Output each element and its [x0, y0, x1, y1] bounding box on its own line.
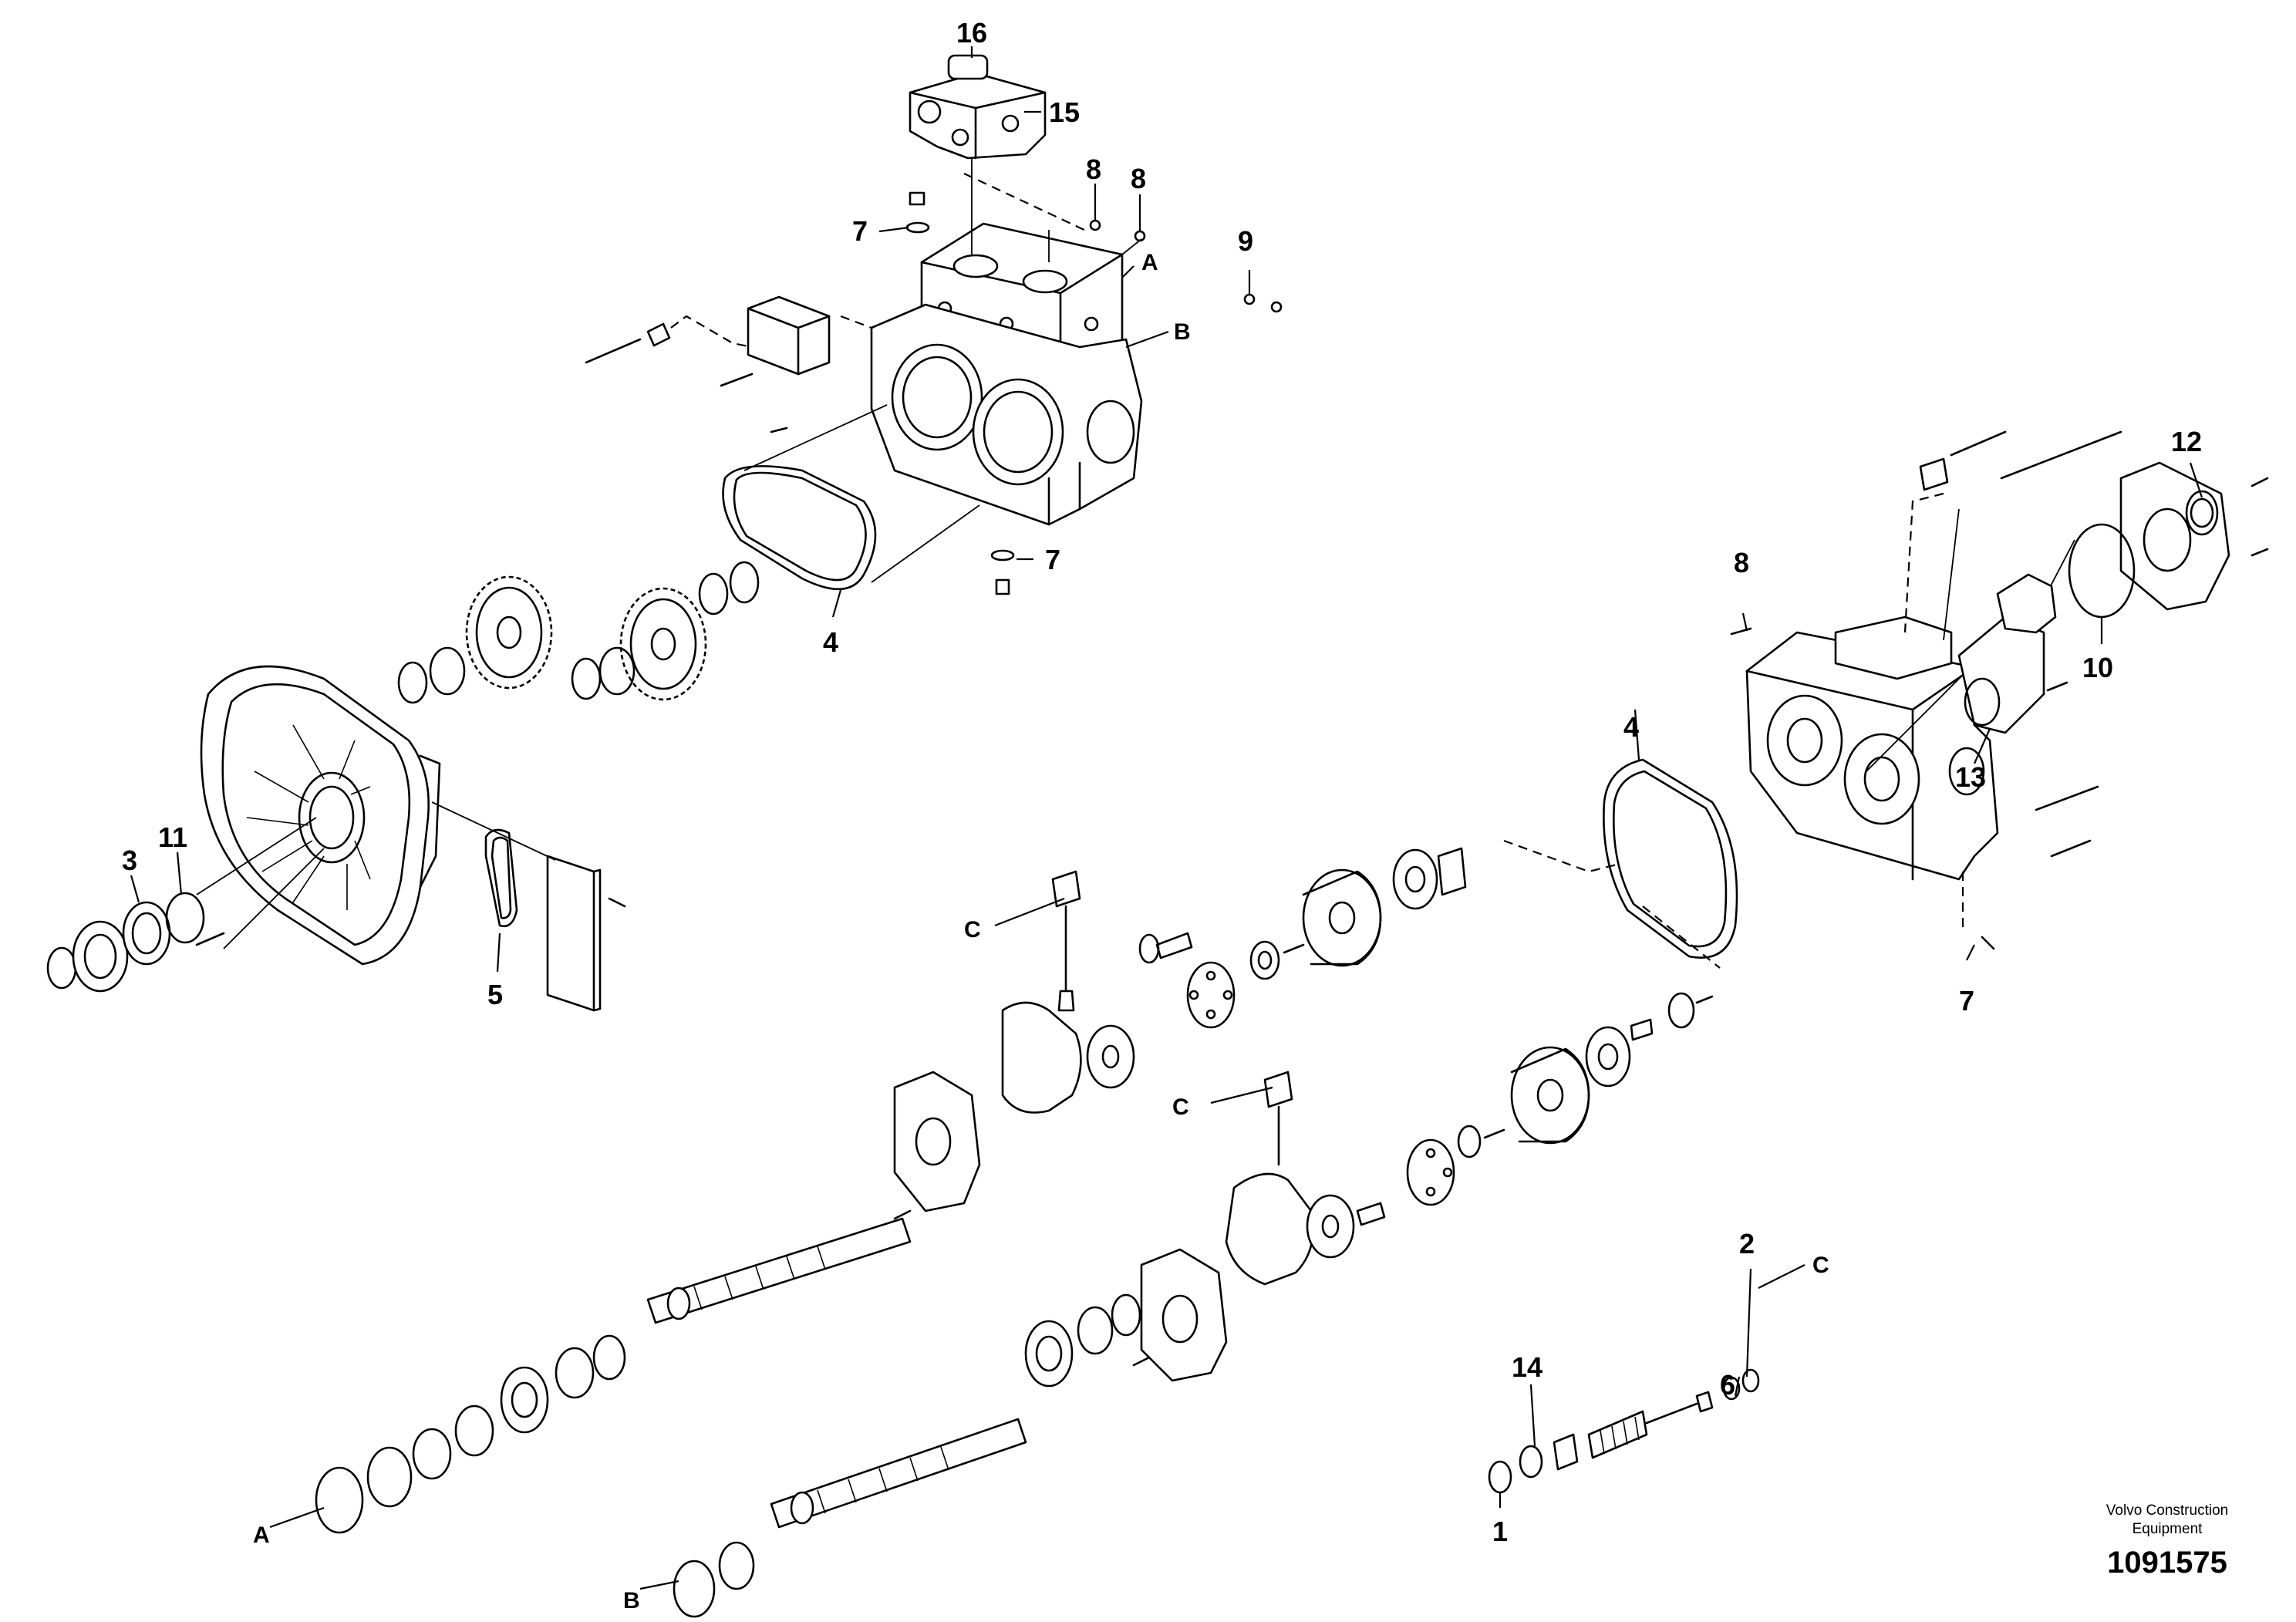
gear-left: [465, 575, 553, 690]
callout-13: 13: [1955, 761, 1986, 793]
shaft-seal-set-left: [46, 892, 225, 993]
callout-8-top-a: 8: [1086, 153, 1101, 185]
rear-housing-part: [1745, 615, 1999, 881]
ref-a-bottom: A: [253, 1523, 270, 1548]
drawing-number: 1091575: [2107, 1546, 2227, 1580]
drive-shaft-lower: [770, 1418, 1027, 1529]
leader-lines: [130, 46, 2203, 1590]
valve-plate-lower: [1132, 1248, 1228, 1382]
o-ring-5: [484, 828, 518, 928]
rear-hardware: [1730, 430, 2122, 950]
callout-15: 15: [1049, 96, 1080, 128]
callout-5: 5: [487, 979, 503, 1010]
ref-b-top: B: [1174, 319, 1191, 345]
servo-piston-part: [1996, 573, 2057, 634]
rotating-group-upper: [1138, 847, 1467, 1029]
rings-gear-train: [397, 561, 760, 704]
drive-shaft-upper: [646, 1217, 912, 1324]
bell-housing-part: [200, 665, 441, 966]
seal-12: [2190, 497, 2214, 528]
callout-7-top: 7: [852, 215, 868, 247]
callout-8-right: 8: [1734, 547, 1749, 578]
bearing-set-lower: [673, 1293, 1141, 1618]
control-valve-part: [909, 54, 1047, 160]
side-adapter-part: [585, 295, 831, 387]
o-ring-right: [1603, 758, 1738, 959]
callout-14: 14: [1512, 1351, 1542, 1383]
ref-c-upper: C: [964, 917, 981, 943]
callout-3: 3: [122, 845, 137, 876]
reference-letters: A B A B C C C: [253, 250, 1829, 1614]
pump-housing-top: [870, 303, 1143, 526]
callout-12: 12: [2171, 426, 2202, 457]
callout-10: 10: [2082, 652, 2113, 683]
cover-plate-part: [546, 855, 626, 1012]
swash-plate-assembly-upper: [1001, 870, 1135, 1114]
end-cover-part: [2119, 461, 2269, 611]
callout-16: 16: [956, 17, 987, 49]
o-ring-top: [722, 465, 877, 591]
gear-right: [619, 587, 707, 701]
ref-c-spool: C: [1812, 1253, 1829, 1278]
ref-c-lower: C: [1172, 1094, 1189, 1120]
callout-7-mid: 7: [1045, 544, 1060, 575]
callout-9: 9: [1238, 225, 1253, 257]
callout-4-top: 4: [823, 626, 838, 658]
callout-2: 2: [1739, 1228, 1755, 1259]
credit-line-1: Volvo Construction: [2106, 1502, 2229, 1519]
ref-b-bottom: B: [623, 1588, 640, 1614]
callout-4-right: 4: [1623, 711, 1639, 743]
rotating-group-lower: [1356, 992, 1714, 1226]
callout-labels: 16 15 8 8 7 9 7 4 8 4 7 3 11 5 12 10 13 …: [122, 17, 2202, 1547]
bearing-set-upper: [315, 1334, 626, 1534]
callout-11: 11: [158, 821, 187, 853]
plate-13: [1957, 615, 2068, 734]
swash-plate-assembly-lower: [1225, 1071, 1355, 1286]
callout-6: 6: [1720, 1369, 1735, 1401]
callout-8-top-b: 8: [1131, 163, 1146, 194]
callout-7-right: 7: [1959, 985, 1974, 1017]
regulator-spool-parts: [1488, 1368, 1760, 1494]
small-hardware-top: [905, 191, 1283, 595]
credit-line-2: Equipment: [2132, 1521, 2203, 1537]
ref-a-top: A: [1141, 250, 1158, 275]
callout-1: 1: [1492, 1516, 1508, 1547]
valve-plate-upper: [893, 1071, 981, 1220]
